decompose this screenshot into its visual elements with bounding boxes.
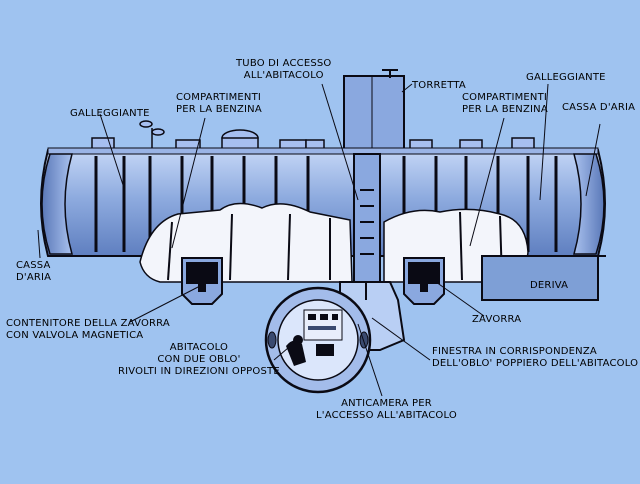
label-abitacolo: ABITACOLO CON DUE OBLO' RIVOLTI IN DIREZ… <box>118 342 280 377</box>
label-cassa-aria-right: CASSA D'ARIA <box>562 102 636 113</box>
label-compartimenti-right: COMPARTIMENTI PER LA BENZINA <box>462 92 548 115</box>
leader-lines <box>37 83 601 397</box>
propeller <box>139 120 165 148</box>
ballast-container-right <box>403 257 445 305</box>
ballast-container-left <box>181 257 223 305</box>
label-torretta: TORRETTA <box>412 80 466 91</box>
label-tubo-accesso: TUBO DI ACCESSO ALL'ABITACOLO <box>236 58 332 81</box>
label-compartimenti-left: COMPARTIMENTI PER LA BENZINA <box>176 92 262 115</box>
keel-fin <box>481 255 599 301</box>
label-galleggiante-left: GALLEGGIANTE <box>70 108 150 119</box>
cabin-sphere <box>264 286 372 394</box>
access-tube <box>353 153 381 295</box>
label-zavorra: ZAVORRA <box>472 314 522 325</box>
air-tank-left <box>41 153 73 255</box>
label-anticamera: ANTICAMERA PER L'ACCESSO ALL'ABITACOLO <box>316 398 457 421</box>
label-deriva: DERIVA <box>530 280 569 291</box>
air-tank-right <box>573 153 605 255</box>
label-galleggiante-right: GALLEGGIANTE <box>526 72 606 83</box>
label-finestra: FINESTRA IN CORRISPONDENZA DELL'OBLO' PO… <box>432 346 639 369</box>
turret <box>343 69 405 155</box>
label-contenitore-zavorra: CONTENITORE DELLA ZAVORRA CON VALVOLA MA… <box>6 318 170 341</box>
label-cassa-aria-left: CASSA D'ARIA <box>16 260 52 283</box>
